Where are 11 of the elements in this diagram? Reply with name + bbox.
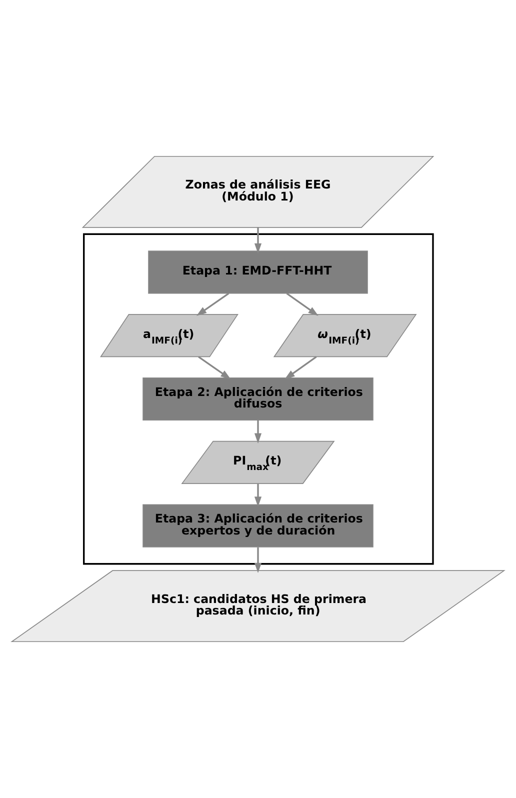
node-box: Etapa 2: Aplicación de criterios difusos [142, 377, 374, 421]
arrow [198, 356, 231, 380]
arrow [254, 547, 262, 574]
arrow [254, 227, 262, 254]
arrow [196, 292, 230, 316]
arrow [284, 356, 317, 380]
arrow [254, 484, 262, 507]
node-box: Etapa 1: EMD-FFT-HHT [148, 250, 368, 294]
arrow [254, 420, 262, 444]
node-box: Etapa 3: Aplicación de criterios expertos y de duración [142, 504, 374, 548]
arrow [286, 292, 318, 316]
